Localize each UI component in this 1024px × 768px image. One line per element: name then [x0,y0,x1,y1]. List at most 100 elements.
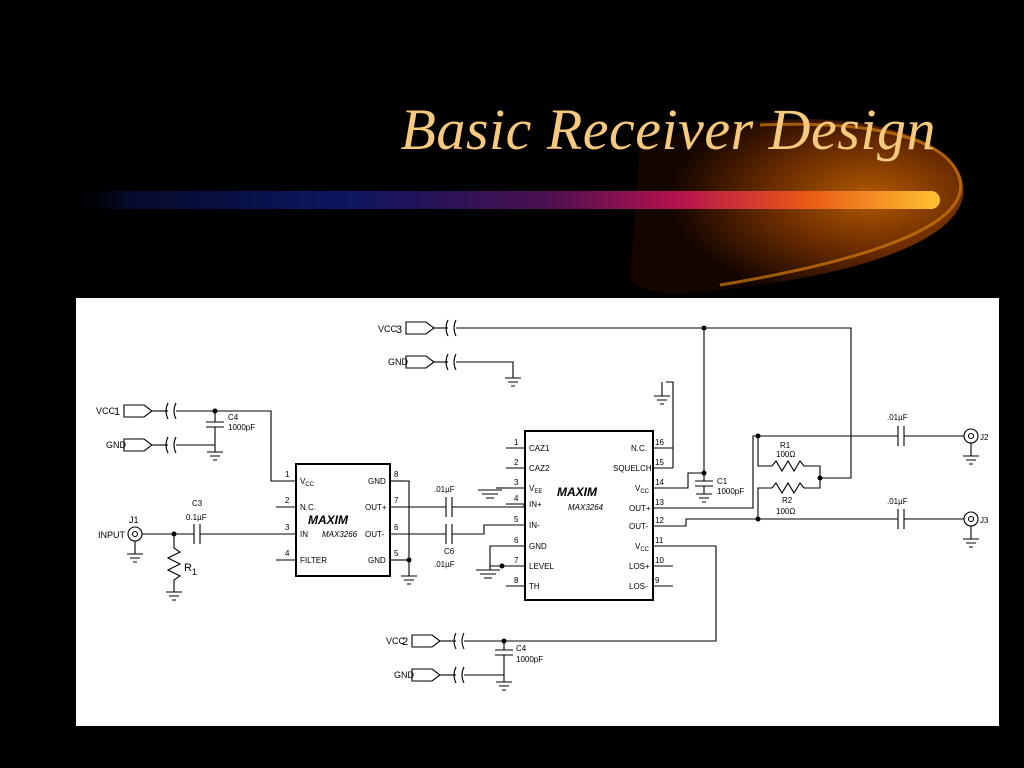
svg-text:J3: J3 [980,516,989,525]
svg-text:.01µF: .01µF [887,413,908,422]
svg-text:9: 9 [655,576,660,585]
c6-capacitor: C6 .01µF [434,524,510,569]
svg-text:FILTER: FILTER [300,556,327,565]
svg-text:CAZ1: CAZ1 [529,444,550,453]
svg-text:GND: GND [394,670,415,680]
vcc1-connector: VCC 1 [96,402,296,482]
svg-text:2: 2 [285,496,290,505]
svg-text:CAZ2: CAZ2 [529,464,550,473]
svg-text:LEVEL: LEVEL [529,562,554,571]
gnd-connector-bottom: GND [394,666,504,684]
svg-text:VCC: VCC [386,636,406,646]
svg-text:7: 7 [514,556,519,565]
svg-text:OUT-: OUT- [365,530,384,539]
svg-text:15: 15 [655,458,664,467]
svg-text:VEE: VEE [529,484,542,495]
svg-text:16: 16 [655,438,664,447]
svg-text:R1: R1 [780,441,791,450]
svg-text:VCC: VCC [378,324,398,334]
svg-text:SQUELCH: SQUELCH [613,464,652,473]
svg-text:TH: TH [529,582,540,591]
svg-text:J1: J1 [129,515,139,525]
svg-text:MAX3264: MAX3264 [568,503,604,512]
svg-text:N.C.: N.C. [300,503,316,512]
decorative-swoosh [60,119,964,294]
vcc2-connector: VCC 2 [386,546,717,650]
svg-text:IN: IN [300,530,308,539]
svg-text:C3: C3 [192,499,203,508]
svg-text:LOS-: LOS- [629,582,648,591]
svg-text:J2: J2 [980,433,989,442]
gnd-connector-left: GND [106,436,215,454]
svg-text:100Ω: 100Ω [776,507,795,516]
svg-text:OUT+: OUT+ [365,503,387,512]
svg-text:GND: GND [368,556,386,565]
svg-text:GND: GND [106,440,127,450]
input-j1-connector: INPUT J1 [98,515,194,563]
svg-text:1: 1 [285,470,290,479]
svg-text:OUT-: OUT- [629,522,648,531]
svg-text:GND: GND [368,477,386,486]
svg-text:.01µF: .01µF [434,560,455,569]
svg-text:R2: R2 [782,496,793,505]
svg-text:1000pF: 1000pF [228,423,255,432]
svg-text:3: 3 [396,324,402,336]
svg-text:2: 2 [514,458,519,467]
swoosh-bar [60,191,940,209]
svg-text:7: 7 [394,496,399,505]
c4-top-capacitor: C4 1000pF [206,411,255,461]
svg-text:R1: R1 [184,562,197,577]
svg-text:C4: C4 [516,644,527,653]
vcc3-rail [704,327,852,479]
maxim-logo-2: MAXIM [557,485,598,499]
svg-text:VCC: VCC [635,484,650,495]
svg-text:N.C.: N.C. [631,444,647,453]
svg-text:14: 14 [655,478,664,487]
svg-text:6: 6 [394,523,399,532]
svg-text:C1: C1 [717,477,728,486]
svg-text:6: 6 [514,536,519,545]
gnd-connector-top: GND [388,353,521,387]
r2-right-resistor: R2 100Ω [673,475,823,527]
svg-text:LOS+: LOS+ [629,562,650,571]
svg-text:4: 4 [285,549,290,558]
svg-text:3: 3 [514,478,519,487]
schematic-panel: VCC 3 GND VCC 1 C4 1000pF GND [76,298,999,726]
r1-left-resistor: R1 [166,534,197,601]
svg-text:GND: GND [529,542,547,551]
j2-output: .01µF J2 [758,413,989,465]
svg-text:12: 12 [655,516,664,525]
max3264-chip: 1 2 3 4 5 6 7 8 CAZ1 CAZ2 VEE IN+ IN- GN… [506,430,716,601]
svg-text:13: 13 [655,498,664,507]
svg-text:MAX3266: MAX3266 [322,530,358,539]
squelch-ground [654,381,674,468]
svg-text:INPUT: INPUT [98,530,126,540]
svg-text:5: 5 [514,515,519,524]
svg-text:11: 11 [655,536,664,545]
receiver-schematic: VCC 3 GND VCC 1 C4 1000pF GND [96,319,989,691]
svg-text:1000pF: 1000pF [717,487,744,496]
r1-right-resistor: R1 100Ω [673,433,821,509]
svg-text:8: 8 [394,470,399,479]
svg-text:1: 1 [514,438,519,447]
svg-text:VCC: VCC [635,542,650,553]
c3-capacitor: C3 0.1µF [186,499,296,544]
c4-bottom-capacitor: C4 1000pF [495,641,543,691]
svg-text:1: 1 [114,406,120,418]
svg-text:0.1µF: 0.1µF [186,513,207,522]
c1-capacitor: C1 1000pF [673,325,744,503]
svg-text:IN-: IN- [529,521,540,530]
svg-text:OUT+: OUT+ [629,504,651,513]
slide-title: Basic Receiver Design [400,97,936,162]
svg-text:VCC: VCC [96,406,116,416]
svg-text:VCC: VCC [300,477,315,488]
svg-text:4: 4 [514,494,519,503]
svg-text:2: 2 [402,636,408,648]
max3264-left-ground [476,487,506,579]
maxim-logo-1: MAXIM [308,513,349,527]
svg-text:.01µF: .01µF [434,485,455,494]
svg-text:100Ω: 100Ω [776,450,795,459]
max3266-chip: 1 2 3 4 VCC N.C. IN FILTER 8 7 6 5 GND O… [276,463,446,585]
svg-text:IN+: IN+ [529,500,542,509]
svg-text:3: 3 [285,523,290,532]
